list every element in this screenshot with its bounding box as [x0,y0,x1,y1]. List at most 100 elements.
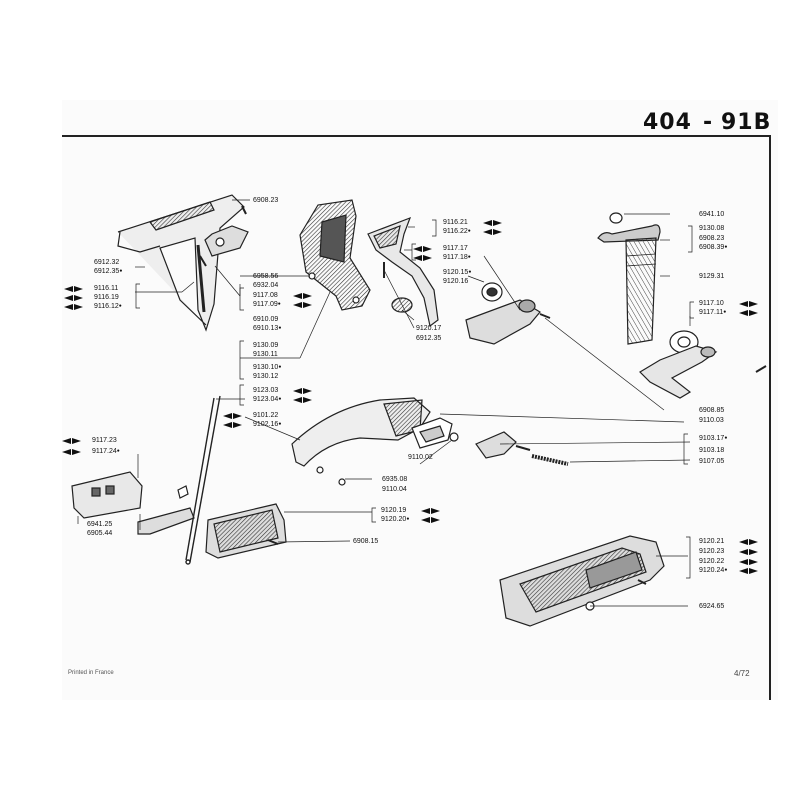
part-label-6910-13: 6910.13● [253,324,281,333]
part-number-text: 9130.08 [699,225,725,232]
part-label-6935-08: 6935.08 [382,475,407,484]
variant-dot-icon: ● [278,396,282,402]
part-number-text: 9130.11 [253,351,278,358]
variant-dot-icon: ● [277,301,281,307]
part-number-text: 9123.04 [253,396,279,403]
part-label-6912-35: 6912.35 [416,334,441,343]
part-label-6908-39: 6908.39● [699,243,727,252]
part-number-text: 6912.35 [416,335,442,342]
arrow-tail-icon [74,304,83,310]
part-label-9130-12: 9130.12 [253,372,278,381]
part-label-9117-09: 9117.09● [253,300,281,309]
part-label-6912-35: 6912.35● [94,267,122,276]
lock-mechanism-part [71,471,195,535]
part-label-9123-04: 9123.04● [253,395,281,404]
part-number-text: 9110.04 [382,486,407,493]
part-number-text: 9120.15 [443,269,469,276]
arrow-tail-icon [749,549,758,555]
part-label-6958-56: 6958.56 [253,272,278,281]
part-number-text: 9120.17 [416,325,442,332]
part-number-text: 9117.18 [443,254,468,261]
part-label-9130-08: 9130.08 [699,224,724,233]
part-label-9101-22: 9101.22 [253,411,278,420]
part-label-9117-10: 9117.10 [699,299,724,308]
arrow-tail-icon [493,220,502,226]
part-label-6908-23: 6908.23 [699,234,724,243]
variant-dot-icon: ● [467,228,471,234]
variant-dot-icon: ● [467,254,471,260]
page-number: 4/72 [734,669,750,678]
part-label-6908-15: 6908.15 [353,537,378,546]
push-rods-part [185,395,221,565]
printed-in-note: Printed in France [68,670,114,676]
part-number-text: 6941.10 [699,211,725,218]
part-label-9110-03: 9110.03 [699,416,724,425]
direction-arrow-icon [293,302,302,308]
part-number-text: 9116.21 [443,219,468,226]
variant-dot-icon: ● [278,364,282,370]
part-number-text: 9117.17 [443,245,468,252]
arrow-tail-icon [423,246,432,252]
part-label-9120-16: 9120.16 [443,277,468,286]
part-number-text: 9130.09 [253,342,279,349]
part-number-text: 9116.12 [94,303,119,310]
variant-dot-icon: ● [116,448,120,454]
part-number-text: 6908.85 [699,407,725,414]
direction-arrow-icon [421,517,430,523]
part-label-6912-32: 6912.32 [94,258,119,267]
part-label-9116-21: 9116.21 [443,218,468,227]
arrow-tail-icon [749,559,758,565]
part-label-9116-22: 9116.22● [443,227,471,236]
part-number-text: 9101.22 [253,412,279,419]
part-label-9120-20: 9120.20● [381,515,409,524]
part-number-text: 9120.24 [699,567,725,574]
arrow-tail-icon [303,293,312,299]
direction-arrow-icon [739,301,748,307]
arrow-tail-icon [303,397,312,403]
right-margin-rule [769,135,771,700]
direction-arrow-icon [421,508,430,514]
part-number-text: 9120.23 [699,548,725,555]
part-label-6905-44: 6905.44 [87,529,112,538]
window-regulator-bracket-part [299,199,385,311]
direction-arrow-icon [293,293,302,299]
part-label-9130-09: 9130.09 [253,341,278,350]
part-number-text: 9120.19 [381,507,407,514]
part-number-text: 9107.05 [699,458,725,465]
arrow-tail-icon [493,229,502,235]
part-number-text: 9117.09 [253,301,278,308]
direction-arrow-icon [293,388,302,394]
direction-arrow-icon [739,549,748,555]
part-number-text: 9120.16 [443,278,469,285]
part-number-text: 9116.11 [94,285,119,292]
arrow-tail-icon [74,295,83,301]
part-label-9117-24: 9117.24● [92,447,120,456]
part-label-9120-22: 9120.22 [699,557,724,566]
direction-arrow-icon [739,539,748,545]
door-pull-handle-part [291,397,569,486]
part-number-text: 9130.12 [253,373,279,380]
part-label-9116-19: 9116.19 [94,293,119,302]
direction-arrow-icon [62,449,71,455]
label-group-brackets [135,219,694,579]
winder-crank-part [465,282,551,345]
part-label-9130-10: 9130.10● [253,363,281,372]
arrow-tail-icon [431,508,440,514]
arrow-tail-icon [431,517,440,523]
direction-arrow-icon [223,413,232,419]
leader-lines [77,199,691,607]
part-number-text: 9103.17 [699,435,725,442]
part-label-9110-04: 9110.04 [382,485,407,494]
part-number-text: 9129.31 [699,273,725,280]
part-number-text: 9103.18 [699,447,725,454]
direction-arrow-icon [62,438,71,444]
part-label-9117-11: 9117.11● [699,308,726,317]
part-label-9120-21: 9120.21 [699,537,724,546]
direction-arrow-icon [413,246,422,252]
part-number-text: 9117.08 [253,292,278,299]
part-number-text: 9117.23 [92,437,117,444]
variant-dot-icon: ● [118,303,122,309]
part-label-9123-03: 9123.03 [253,386,278,395]
